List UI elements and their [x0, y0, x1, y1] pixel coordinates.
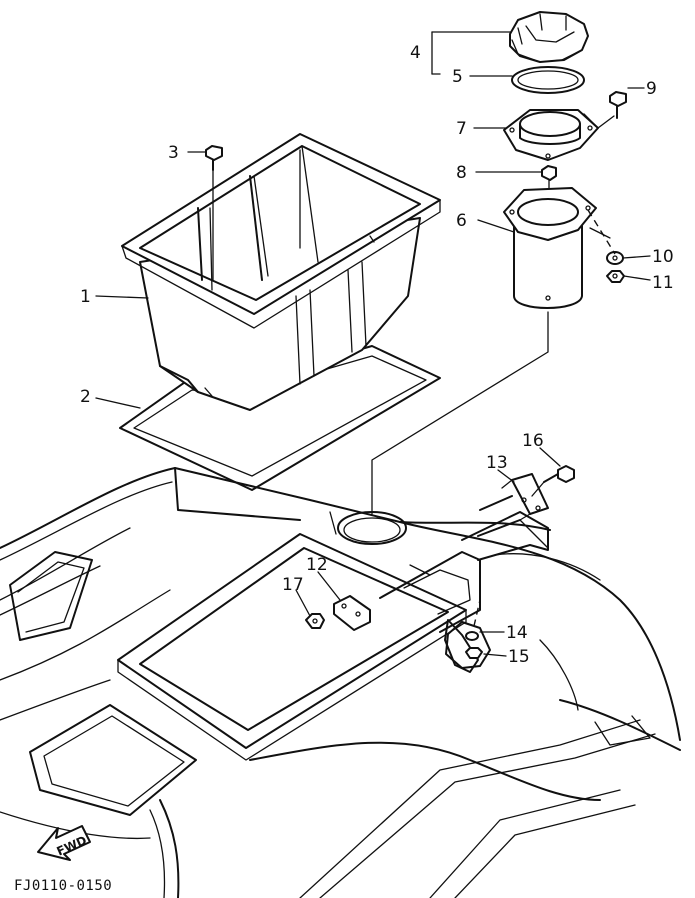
callout-11: 11	[652, 273, 674, 293]
callout-8: 8	[456, 163, 467, 183]
filler-tube	[371, 187, 597, 515]
callout-12: 12	[306, 555, 328, 575]
nut-part-17	[305, 613, 325, 629]
filler-hole	[337, 511, 407, 545]
callout-2: 2	[80, 387, 91, 407]
callout-labels: 1 2 3 4 5 6 7 8 9 10 11 12 13 14 15 16 1…	[80, 43, 674, 667]
callout-10: 10	[652, 247, 674, 267]
callout-5: 5	[452, 67, 463, 87]
washer-nut-14-15	[445, 560, 491, 669]
callout-17: 17	[282, 575, 304, 595]
callout-16: 16	[522, 431, 544, 451]
callout-6: 6	[456, 211, 467, 231]
leader-lines	[95, 31, 651, 657]
callout-13: 13	[486, 453, 508, 473]
screw-part-16	[531, 465, 575, 497]
washer-nut	[587, 209, 625, 283]
screw-part-3	[205, 145, 223, 281]
callout-1: 1	[80, 287, 91, 307]
screw-part-9	[583, 91, 627, 129]
callout-4: 4	[410, 43, 421, 63]
drawing-code: FJ0110-0150	[14, 878, 112, 894]
callout-15: 15	[508, 647, 530, 667]
bracket-part-12	[333, 595, 371, 631]
forward-arrow-icon: FWD	[37, 825, 91, 861]
callout-7: 7	[456, 119, 467, 139]
filler-flange	[503, 109, 599, 161]
deck-hull	[0, 467, 681, 898]
callout-14: 14	[506, 623, 528, 643]
storage-box	[121, 133, 441, 411]
filler-cap	[509, 11, 589, 63]
bracket-part-13	[477, 473, 549, 549]
callout-3: 3	[168, 143, 179, 163]
o-ring	[511, 66, 585, 94]
callout-9: 9	[646, 79, 657, 99]
